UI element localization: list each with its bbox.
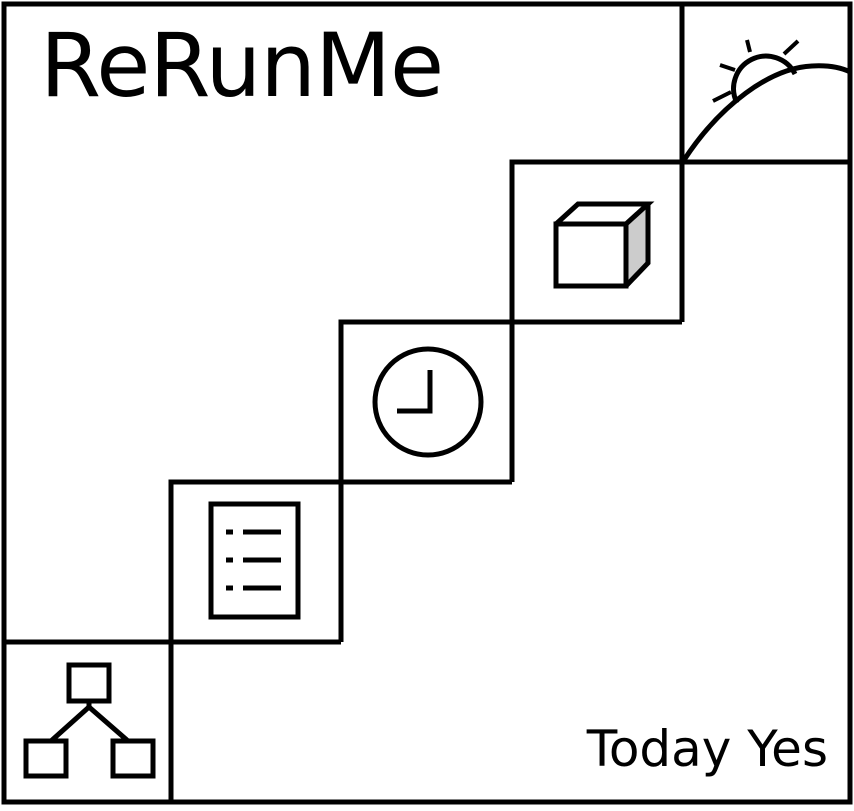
hierarchy-icon — [23, 662, 156, 779]
box-icon — [553, 201, 655, 289]
clock-icon — [372, 346, 484, 458]
document-list-icon — [208, 501, 301, 620]
sunrise-icon — [681, 39, 852, 162]
logo-title: ReRunMe — [40, 14, 444, 117]
logo-tagline: Today Yes — [586, 720, 828, 778]
staircase-outline — [4, 4, 850, 645]
